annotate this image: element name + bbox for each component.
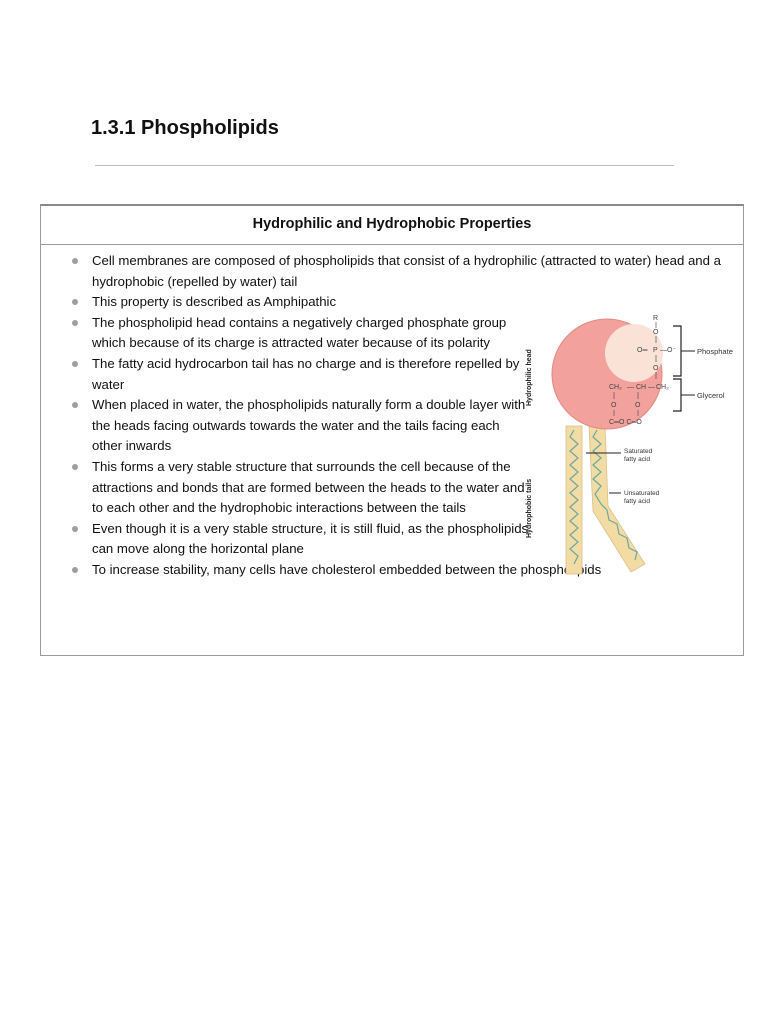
chem-bottom-row: C═O C═O — [609, 419, 642, 426]
chem-ch2-left: CH₂ — [609, 384, 622, 391]
chem-p: P — [653, 347, 658, 354]
chem-o-left: O — [611, 402, 617, 409]
list-item: When placed in water, the phospholipids … — [67, 395, 532, 457]
list-item: The phospholipid head contains a negativ… — [67, 313, 532, 354]
bullet-list: Cell membranes are composed of phospholi… — [67, 251, 752, 581]
unsaturated-label-line2: fatty acid — [624, 498, 650, 505]
unsaturated-label-line1: Unsaturated — [624, 490, 660, 497]
chem-ch2-right: CH₂ — [656, 384, 669, 391]
chem-ch: — CH — — [627, 384, 655, 391]
page-title: 1.3.1 Phospholipids — [91, 117, 279, 139]
list-item: This property is described as Amphipathi… — [67, 292, 752, 313]
glycerol-bracket — [673, 378, 682, 412]
phosphate-region — [605, 324, 663, 382]
chem-o-top: O — [653, 329, 659, 336]
list-item: Cell membranes are composed of phospholi… — [67, 251, 752, 292]
saturated-label-line1: Saturated — [624, 448, 653, 455]
list-item: The fatty acid hydrocarbon tail has no c… — [67, 354, 532, 395]
chem-r: R — [653, 315, 658, 322]
content-box: Hydrophilic and Hydrophobic Properties C… — [40, 204, 744, 656]
phosphate-label: Phosphate — [697, 347, 733, 356]
list-item: To increase stability, many cells have c… — [67, 560, 752, 581]
phospholipid-diagram: R O O═ P —O⁻ O CH₂ — CH — CH₂ O O C═O C═… — [526, 315, 733, 575]
list-item: Even though it is a very stable structur… — [67, 519, 532, 560]
hydrophobic-tails-label: Hydrophobic tails — [526, 479, 533, 538]
glycerol-label: Glycerol — [697, 391, 725, 400]
box-heading: Hydrophilic and Hydrophobic Properties — [41, 206, 743, 245]
hydrophilic-head-label: Hydrophilic head — [526, 349, 533, 406]
saturated-tail — [565, 425, 583, 575]
title-divider — [95, 165, 674, 166]
chem-o-right: O — [635, 402, 641, 409]
chem-o-mid: O — [653, 365, 659, 372]
list-item: This forms a very stable structure that … — [67, 457, 532, 519]
chem-o-double: O═ — [637, 347, 647, 354]
saturated-label-line2: fatty acid — [624, 456, 650, 463]
chem-o-minus: —O⁻ — [660, 347, 676, 354]
